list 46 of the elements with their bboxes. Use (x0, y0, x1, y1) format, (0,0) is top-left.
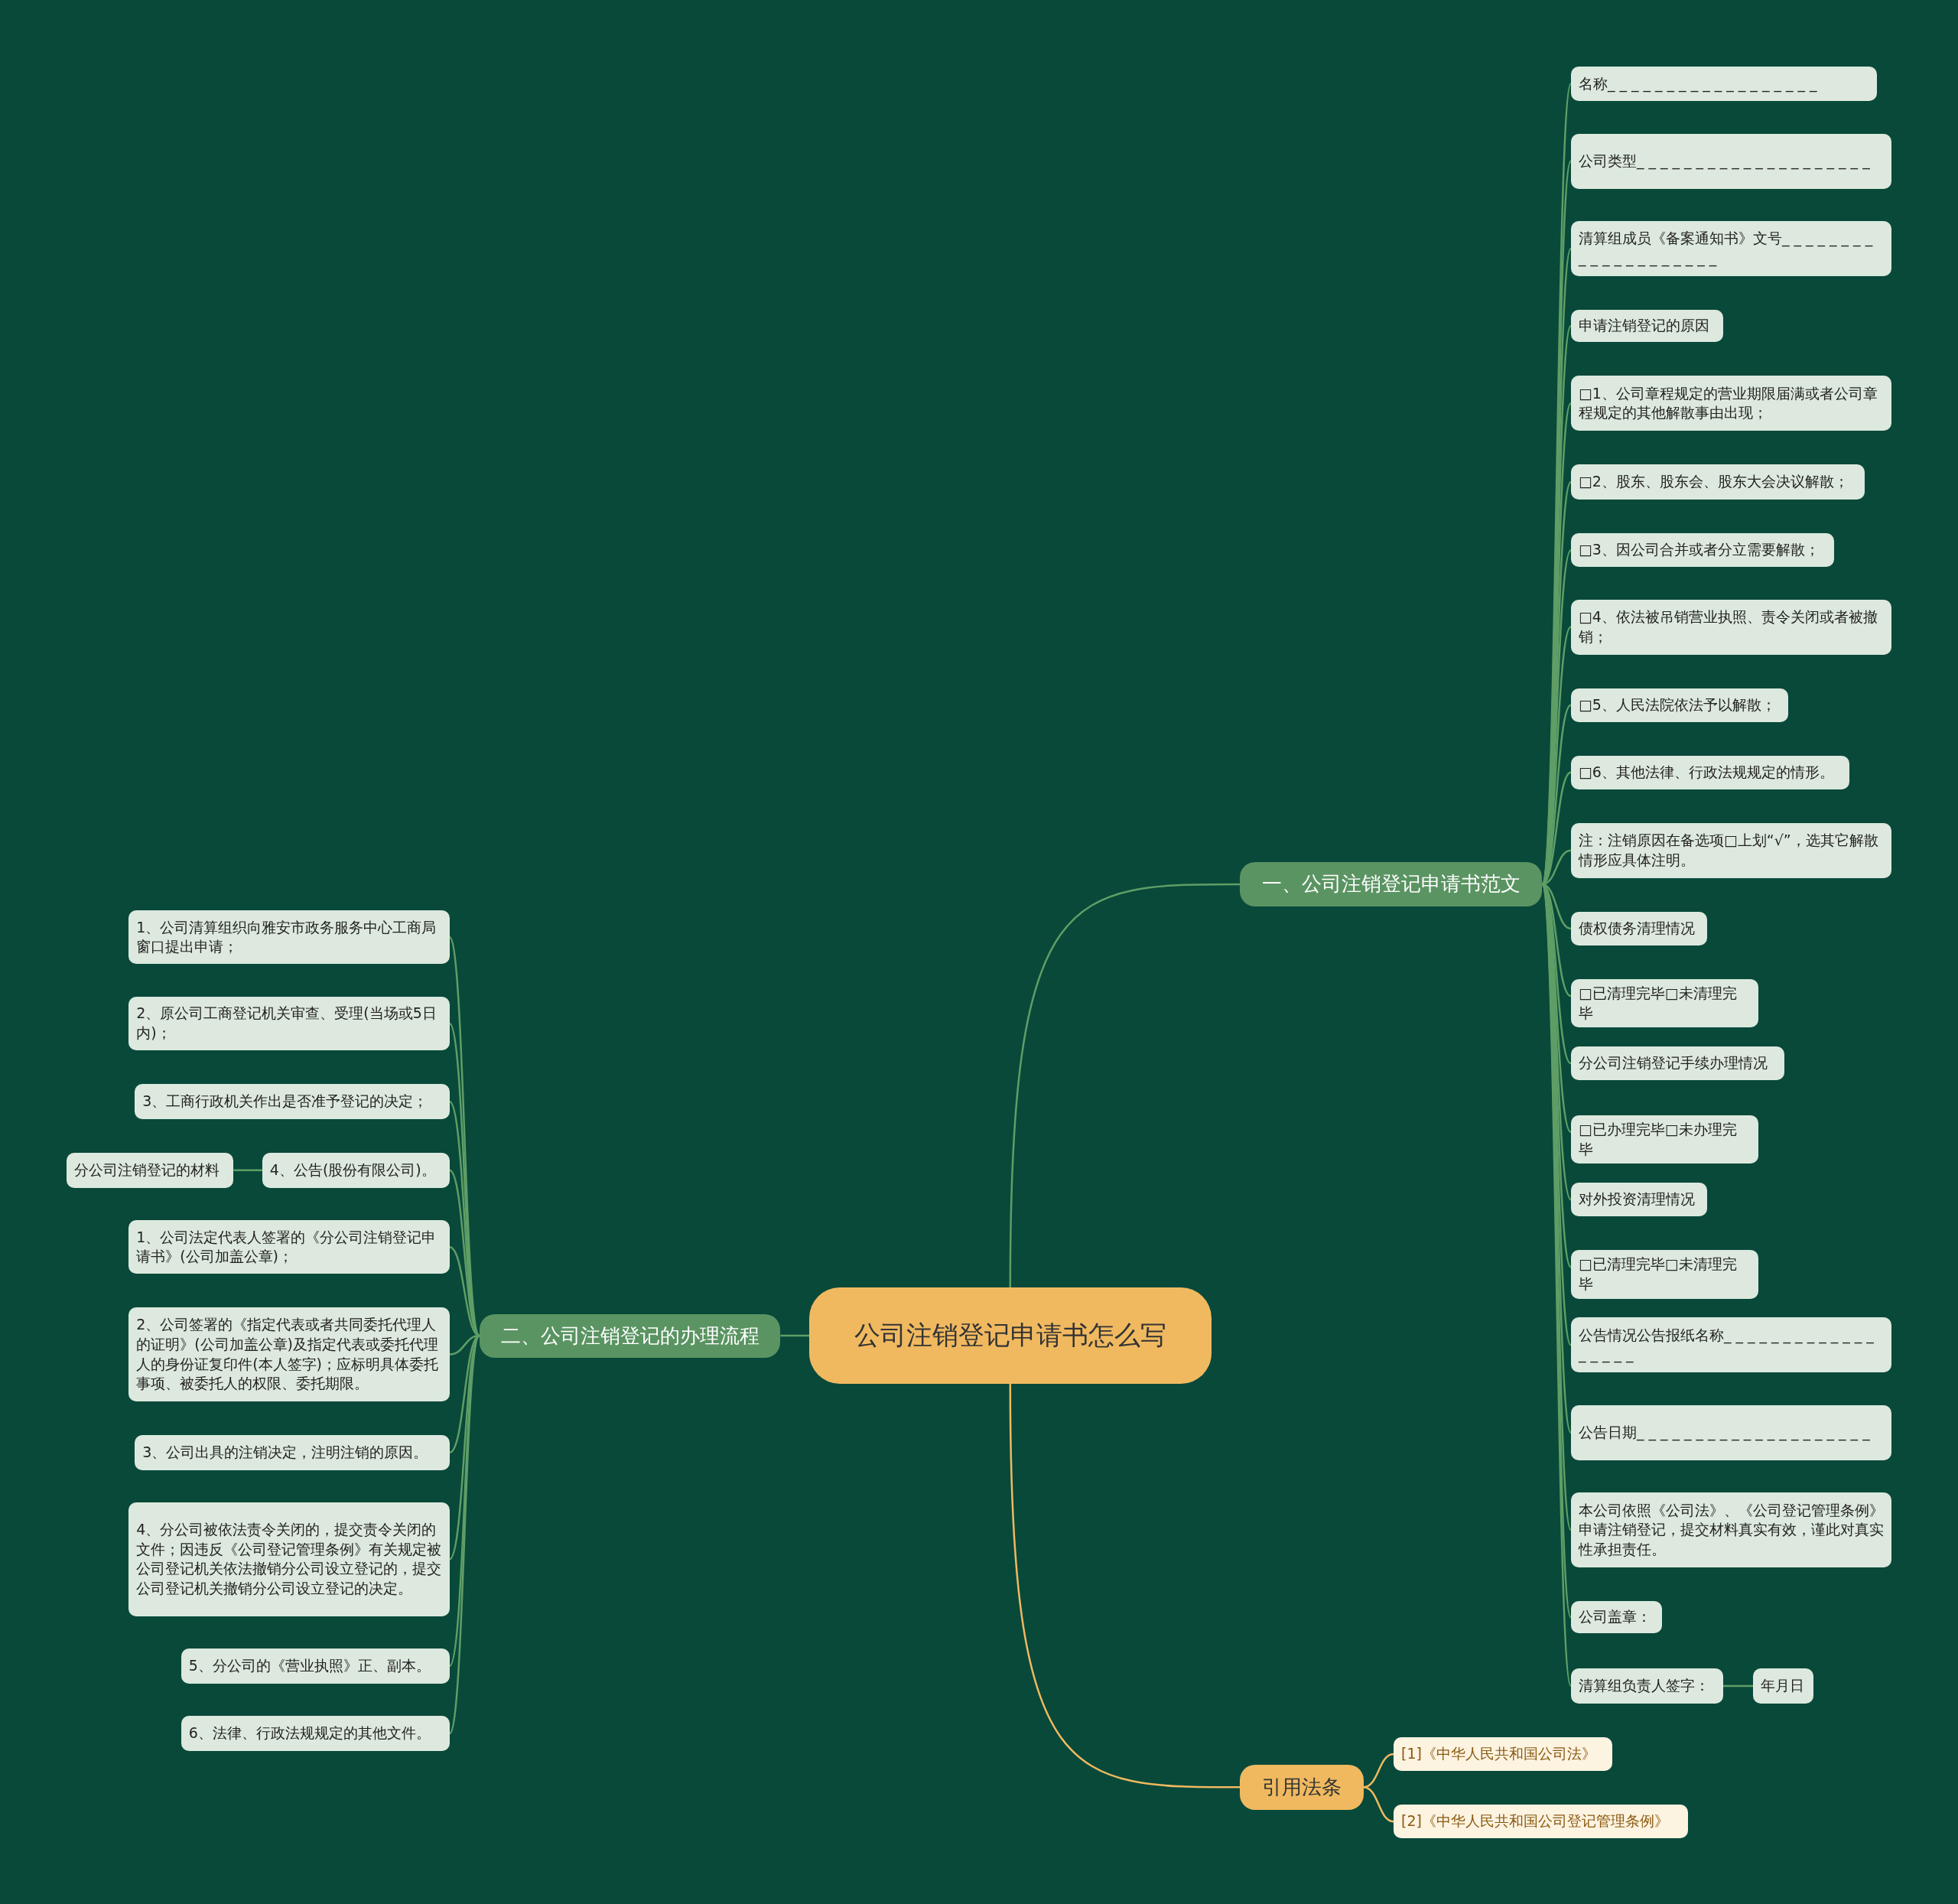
text-box: 注：注销原因在备选项□上划“√”，选其它解散情形应具体注明。 (1570, 822, 1892, 878)
reference-box: [1]《中华人民共和国公司法》 (1394, 1737, 1612, 1772)
text-box: 公告情况公告报纸名称_ _ _ _ _ _ _ _ _ _ _ _ _ _ _ _ _ _ (1570, 1317, 1892, 1373)
text-box: 2、原公司工商登记机关审查、受理(当场或5日内)； (128, 996, 450, 1051)
text-box: □已清理完毕□未清理完毕 (1570, 979, 1758, 1028)
connector (233, 1169, 262, 1172)
text-box: 清算组成员《备案通知书》文号_ _ _ _ _ _ _ _ _ _ _ _ _ _ _ _ _ _ _ _ (1570, 220, 1892, 276)
text-box: □3、因公司合并或者分立需要解散； (1570, 533, 1835, 568)
text-box: 债权债务清理情况 (1570, 911, 1707, 945)
branch-box: 引用法条 (1240, 1764, 1364, 1810)
connector (1009, 883, 1241, 1288)
text-box: □1、公司章程规定的营业期限届满或者公司章程规定的其他解散事由出现； (1570, 376, 1892, 431)
connector (780, 1334, 809, 1337)
text-box: 1、公司清算组织向雅安市政务服务中心工商局窗口提出申请； (128, 910, 450, 965)
text-box: □5、人民法院依法予以解散； (1570, 688, 1788, 722)
text-box: 公告日期_ _ _ _ _ _ _ _ _ _ _ _ _ _ _ _ _ _ _ _ (1570, 1404, 1892, 1460)
text-box: □已清理完毕□未清理完毕 (1570, 1250, 1758, 1299)
text-box: 6、法律、行政法规规定的其他文件。 (181, 1716, 450, 1751)
text-box: 公司类型_ _ _ _ _ _ _ _ _ _ _ _ _ _ _ _ _ _ _ _ (1570, 133, 1892, 189)
text-box: 清算组负责人签字： (1570, 1668, 1724, 1704)
text-box: 3、工商行政机关作出是否准予登记的决定； (135, 1084, 450, 1119)
text-box: 名称_ _ _ _ _ _ _ _ _ _ _ _ _ _ _ _ _ _ (1570, 66, 1877, 102)
text-box: □已办理完毕□未办理完毕 (1570, 1115, 1758, 1164)
text-box: 1、公司法定代表人签署的《分公司注销登记申请书》(公司加盖公章)； (128, 1220, 450, 1274)
connector (1009, 1383, 1241, 1788)
text-box: 4、分公司被依法责令关闭的，提交责令关闭的文件；因违反《公司登记管理条例》有关规定被公司登记机关依法撤销分公司设立登记的，提交公司登记机关撤销分公司设立登记的决定。 (128, 1502, 450, 1616)
text-box: 分公司注销登记的材料 (66, 1152, 234, 1188)
branch-box: 一、公司注销登记申请书范文 (1240, 861, 1543, 907)
branch-box: 二、公司注销登记的办理流程 (479, 1313, 781, 1358)
text-box: 年月日 (1753, 1668, 1813, 1704)
text-box: □6、其他法律、行政法规规定的情形。 (1570, 755, 1849, 789)
text-box: 2、公司签署的《指定代表或者共同委托代理人的证明》(公司加盖公章)及指定代表或委托代理人的身份证复印件(本人签字)；应标明具体委托事项、被委托人的权限、委托期限。 (128, 1307, 450, 1401)
text-box: 对外投资清理情况 (1570, 1183, 1707, 1217)
text-box: 分公司注销登记手续办理情况 (1570, 1046, 1785, 1081)
connector (1363, 1786, 1394, 1823)
text-box: 本公司依照《公司法》、《公司登记管理条例》申请注销登记，提交材料真实有效，谨此对真实性承担责任。 (1570, 1492, 1892, 1567)
text-box: □4、依法被吊销营业执照、责令关闭或者被撤销； (1570, 599, 1892, 655)
topic-box: 公司注销登记申请书怎么写 (808, 1287, 1212, 1384)
reference-box: [2]《中华人民共和国公司登记管理条例》 (1394, 1805, 1689, 1839)
text-box: 公司盖章： (1570, 1601, 1663, 1634)
text-box: 4、公告(股份有限公司)。 (262, 1152, 450, 1188)
connector (1723, 1684, 1754, 1688)
text-box: 3、公司出具的注销决定，注明注销的原因。 (135, 1434, 450, 1470)
text-box: □2、股东、股东会、股东大会决议解散； (1570, 464, 1865, 500)
text-box: 申请注销登记的原因 (1570, 309, 1724, 343)
text-box: 5、分公司的《营业执照》正、副本。 (181, 1649, 450, 1684)
